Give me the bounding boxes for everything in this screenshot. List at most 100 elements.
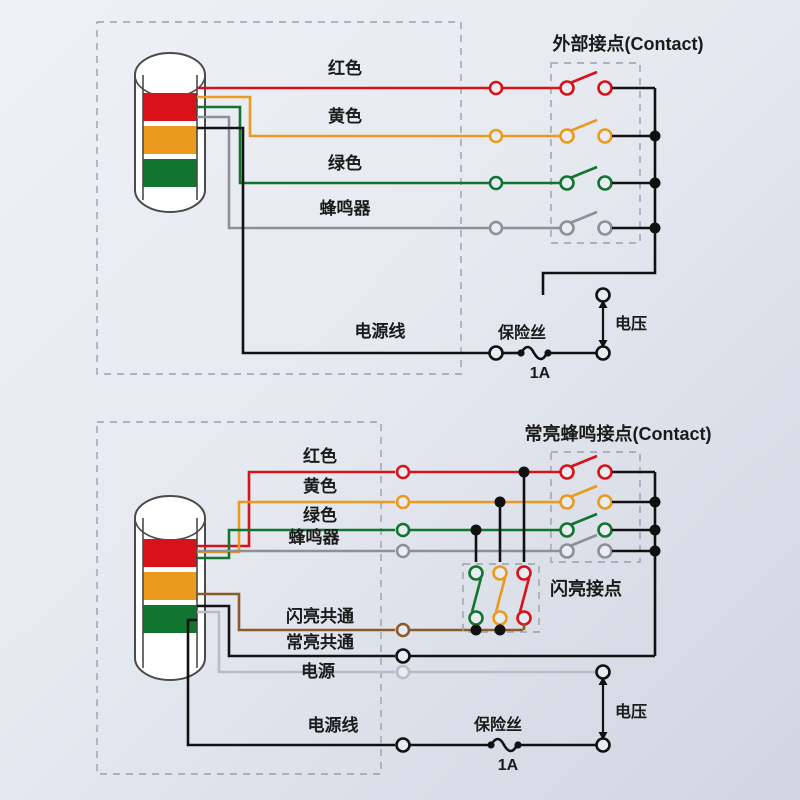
- top-switch-buzzer-lever: [569, 210, 598, 225]
- bottom-flash-contact-title: 闪亮接点: [550, 578, 622, 599]
- top-contact-yellow[interactable]: [488, 118, 661, 144]
- tower-segment-red-2: [143, 539, 197, 567]
- bottom-enclosure-boundary: [96, 421, 382, 775]
- bottom-terminal-green: [395, 522, 411, 538]
- bottom-contact-green[interactable]: [559, 512, 661, 538]
- bottom-wire-power-sense: [197, 610, 395, 674]
- bottom-switch-yellow-pivot: [559, 494, 575, 510]
- bottom-switch-buzzer-contact: [597, 543, 613, 559]
- bottom-wire-red: [197, 470, 395, 548]
- bottom-label-flash-common: 闪亮共通: [286, 606, 354, 626]
- bottom-contact-buzzer[interactable]: [559, 533, 661, 559]
- flash-green-lever: [470, 577, 483, 613]
- tower-segment-green: [143, 159, 197, 187]
- top-terminal-red-left: [488, 80, 504, 96]
- top-tower-light: [134, 52, 206, 213]
- top-switch-red-contact: [597, 80, 613, 96]
- bottom-switch-red-lever: [569, 454, 598, 469]
- bottom-terminal-yellow: [395, 494, 411, 510]
- flash-green-top: [468, 565, 484, 581]
- top-fuse-node-right: [544, 349, 552, 357]
- top-switch-buzzer-pivot: [559, 220, 575, 236]
- bottom-terminal-buzzer: [395, 543, 411, 559]
- bottom-terminal-flash-common: [395, 622, 411, 638]
- top-terminal-supply-minus: [595, 345, 611, 361]
- bottom-switch-buzzer-lever: [569, 533, 598, 548]
- flash-yellow-top: [492, 565, 508, 581]
- top-contact-red[interactable]: [488, 70, 655, 96]
- top-terminal-supply-plus: [595, 287, 611, 303]
- bottom-contact-yellow[interactable]: [559, 484, 661, 510]
- bottom-junction-yellow: [494, 496, 506, 508]
- bottom-label-green: 绿色: [303, 505, 337, 525]
- bottom-flash-junction-yellow: [494, 624, 506, 636]
- bottom-junction-red: [518, 466, 530, 478]
- top-terminal-green-left: [488, 175, 504, 191]
- bottom-tower-light: [134, 495, 206, 681]
- bottom-contact-red[interactable]: [559, 454, 656, 480]
- top-wire-green: [197, 105, 490, 185]
- flash-red-top: [516, 565, 532, 581]
- bottom-wire-green: [197, 528, 395, 560]
- top-contact-buzzer[interactable]: [488, 210, 661, 236]
- bottom-diagram: 红色 黄色 绿色 蜂鸣器 闪亮共通 常亮共通 电源 电源线 常亮蜂鸣接点(Con…: [96, 421, 712, 775]
- bottom-fuse-rating: 1A: [498, 757, 519, 774]
- bottom-fuse-element: [489, 737, 519, 753]
- bottom-terminal-power-sense: [395, 664, 411, 680]
- bottom-flash-switch-yellow[interactable]: [492, 565, 508, 631]
- bottom-junction-green: [470, 524, 482, 536]
- top-switch-yellow-contact: [597, 128, 613, 144]
- top-diagram: 红色 黄色 绿色 蜂鸣器 电源线 外部接点(Contact): [96, 21, 704, 382]
- top-label-buzzer: 蜂鸣器: [320, 198, 372, 218]
- top-wire-yellow: [197, 95, 490, 138]
- top-fuse-rating: 1A: [530, 365, 551, 382]
- bottom-voltage-indicator: 电压: [598, 677, 647, 740]
- top-enclosure-boundary: [96, 21, 462, 375]
- top-terminal-yellow-left: [488, 128, 504, 144]
- bottom-flash-junction-green: [470, 624, 482, 636]
- bottom-fuse-node-right: [514, 741, 522, 749]
- bottom-label-red: 红色: [303, 446, 337, 466]
- bottom-switch-green-lever: [569, 512, 598, 527]
- bottom-flash-switch-green[interactable]: [468, 565, 484, 631]
- bottom-flash-switch-red[interactable]: [516, 565, 532, 631]
- bottom-label-power-line: 电源线: [308, 715, 359, 735]
- top-voltage-arrow-up: [598, 300, 608, 308]
- flash-yellow-bottom: [492, 610, 508, 626]
- bottom-switch-red-pivot: [559, 464, 575, 480]
- bottom-terminal-power-left: [395, 737, 411, 753]
- bottom-label-yellow: 黄色: [303, 476, 337, 496]
- top-fuse-element: [519, 345, 549, 361]
- bottom-switch-green-contact: [597, 522, 613, 538]
- bottom-wire-power-line: [186, 618, 395, 747]
- bottom-switch-red-contact: [597, 464, 613, 480]
- tower-segment-yellow-2: [143, 572, 197, 600]
- top-wire-buzzer: [197, 115, 490, 230]
- bottom-wire-steady-common: [197, 604, 395, 658]
- top-switch-red-pivot: [559, 80, 575, 96]
- top-wire-power: [197, 126, 490, 355]
- top-label-yellow: 黄色: [328, 106, 362, 126]
- top-switch-buzzer-contact: [597, 220, 613, 236]
- bottom-fuse-label: 保险丝: [473, 715, 522, 734]
- top-label-power: 电源线: [355, 321, 406, 341]
- bottom-label-steady-common: 常亮共通: [286, 632, 354, 652]
- flash-yellow-lever: [494, 577, 507, 613]
- bottom-voltage-arrow-up: [598, 677, 608, 685]
- top-voltage-indicator: 电压: [598, 300, 647, 348]
- bottom-voltage-label: 电压: [615, 702, 647, 721]
- bottom-switch-green-pivot: [559, 522, 575, 538]
- bottom-terminal-supply-minus: [595, 737, 611, 753]
- top-contact-green[interactable]: [488, 165, 661, 191]
- top-voltage-arrow-down: [598, 340, 608, 348]
- top-contact-title: 外部接点(Contact): [553, 33, 704, 54]
- bottom-contact-boundary: [550, 451, 641, 563]
- bottom-label-buzzer: 蜂鸣器: [289, 527, 341, 547]
- bottom-contact-title: 常亮蜂鸣接点(Contact): [525, 423, 712, 444]
- tower-segment-red: [143, 93, 197, 121]
- top-switch-yellow-lever: [569, 118, 598, 133]
- top-return-bus: [541, 88, 657, 295]
- bottom-wire-flash-common: [197, 592, 395, 632]
